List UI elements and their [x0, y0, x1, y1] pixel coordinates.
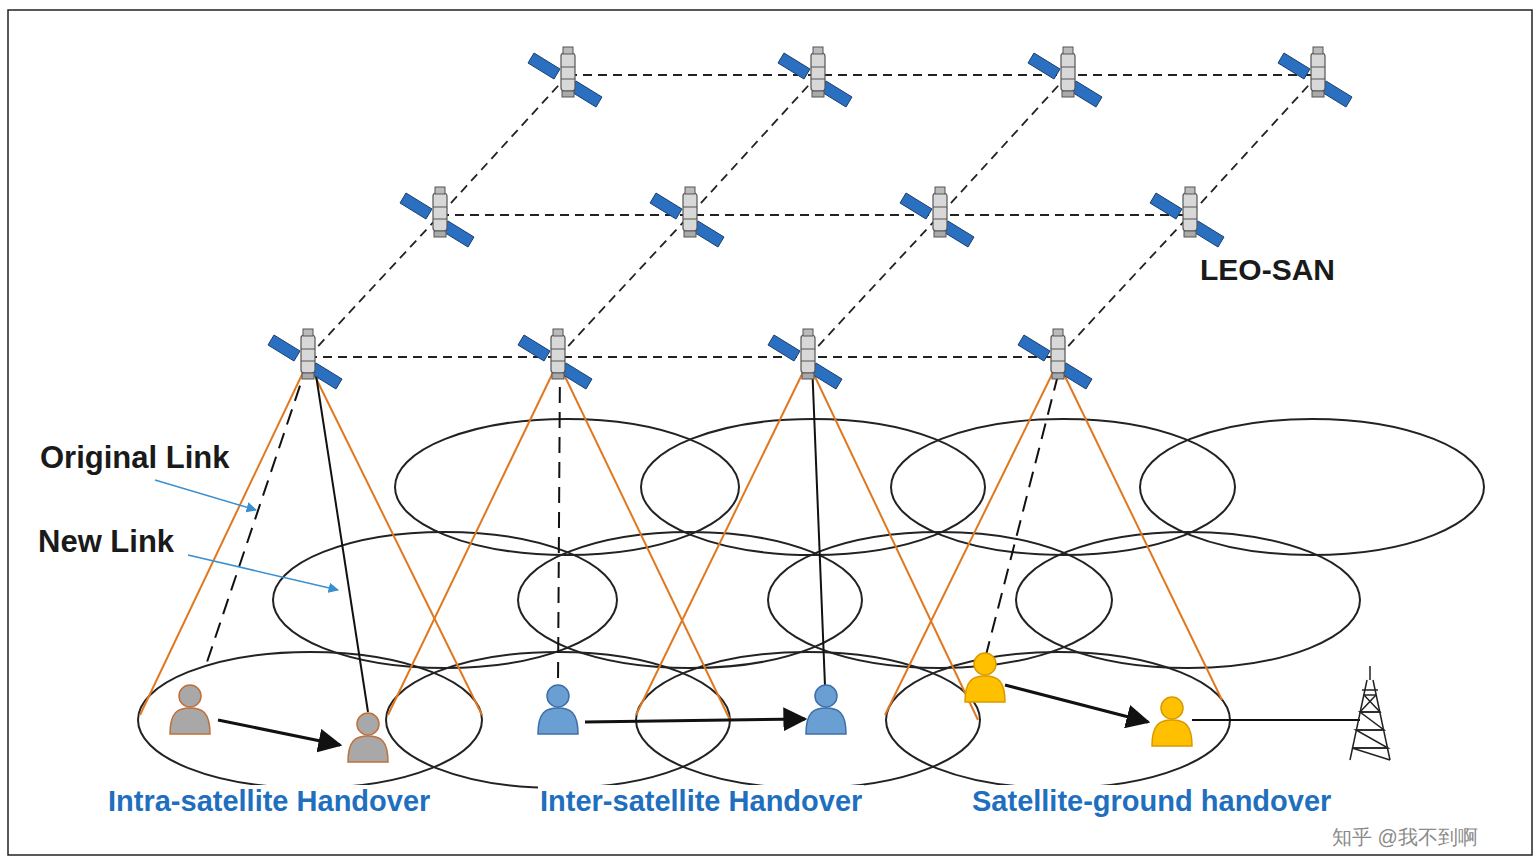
watermark: 知乎 @我不到啊 — [1330, 826, 1480, 849]
movement-arrows — [218, 685, 1148, 745]
ground-tower — [1350, 666, 1390, 760]
beam-cones — [140, 362, 1222, 720]
network-label: LEO-SAN — [1198, 253, 1337, 288]
handover-type-label: Intra-satellite Handover — [106, 785, 432, 818]
legend-label: Original Link — [38, 440, 231, 476]
handover-type-label: Inter-satellite Handover — [538, 785, 864, 818]
handover-type-label: Satellite-ground handover — [970, 785, 1333, 818]
beam-footprints — [138, 419, 1484, 788]
user-links — [205, 362, 1360, 720]
users — [170, 653, 1192, 762]
satellites — [268, 47, 1352, 389]
inter-satellite-links — [308, 75, 1318, 357]
leader-lines — [155, 480, 338, 590]
legend-label: New Link — [36, 524, 176, 560]
frame — [8, 10, 1532, 855]
